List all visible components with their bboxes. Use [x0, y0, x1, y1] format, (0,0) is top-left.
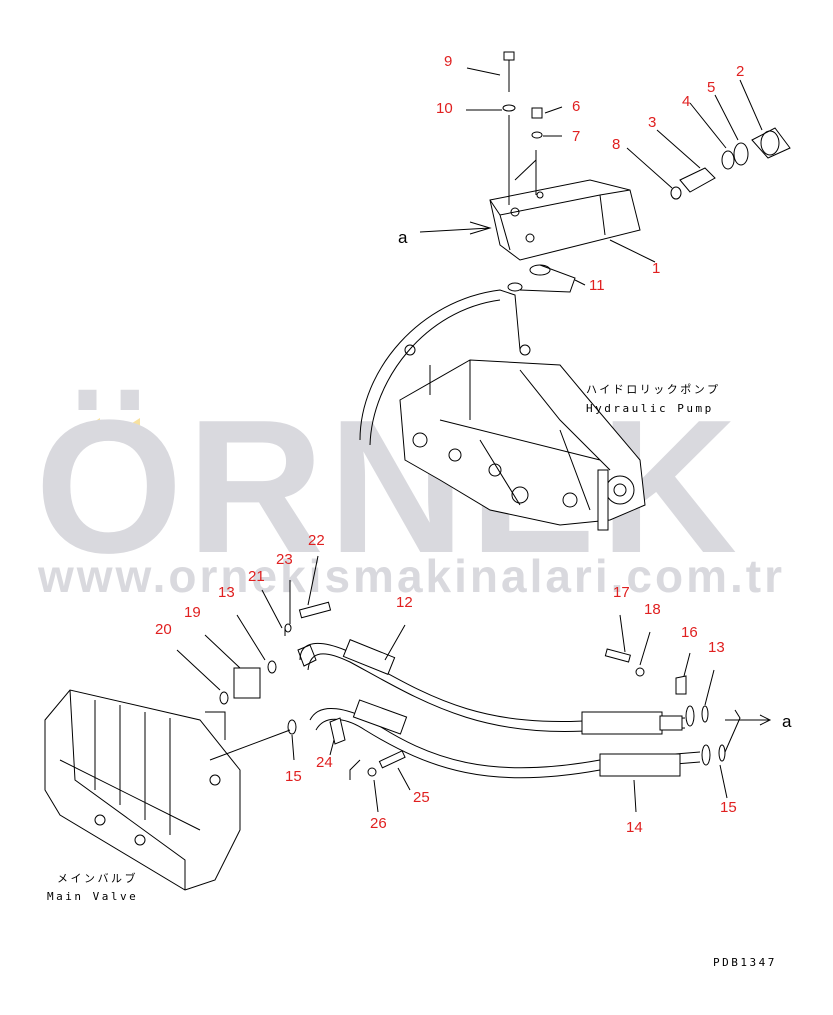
drawing-code: PDB1347 — [713, 956, 777, 969]
callout-10: 10 — [436, 100, 453, 117]
callout-24: 24 — [316, 754, 333, 771]
small-parts — [466, 51, 791, 286]
callout-2: 2 — [736, 63, 744, 80]
callout-12: 12 — [396, 594, 413, 611]
callout-1: 1 — [652, 260, 660, 277]
callout-25: 25 — [413, 789, 430, 806]
callout-3: 3 — [648, 114, 656, 131]
valve-label-jp: メインバルブ — [57, 871, 138, 885]
callout-26: 26 — [370, 815, 387, 832]
callout-17: 17 — [613, 584, 630, 601]
pump-label-en: Hydraulic Pump — [586, 402, 714, 415]
callout-5: 5 — [707, 79, 715, 96]
callout-7: 7 — [572, 128, 580, 145]
callout-15-left: 15 — [285, 768, 302, 785]
callout-22: 22 — [308, 532, 325, 549]
watermark-accent-left — [72, 418, 100, 436]
callout-13-left: 13 — [218, 584, 235, 601]
arrow-a-label-top: a — [398, 228, 408, 247]
callout-9: 9 — [444, 53, 452, 70]
callout-4: 4 — [682, 93, 690, 110]
main-valve — [44, 689, 241, 891]
pump-label-jp: ハイドロリックポンプ — [586, 383, 720, 396]
callout-18: 18 — [644, 601, 661, 618]
callout-20: 20 — [155, 621, 172, 638]
hoses — [176, 555, 772, 813]
callout-23: 23 — [276, 551, 293, 568]
callout-8: 8 — [612, 136, 620, 153]
callout-16: 16 — [681, 624, 698, 641]
watermark-accent-right — [112, 418, 140, 436]
callouts: 1 2 3 4 5 6 7 8 9 10 11 12 13 13 14 15 1… — [155, 53, 744, 836]
valve-block — [419, 115, 641, 293]
hydraulic-pump — [359, 289, 646, 531]
callout-15-right: 15 — [720, 799, 737, 816]
arrow-a-label-right: a — [782, 712, 792, 731]
callout-21: 21 — [248, 568, 265, 585]
callout-19: 19 — [184, 604, 201, 621]
valve-label-en: Main Valve — [47, 890, 138, 903]
watermark-url: www.ornekismakinalari.com.tr — [37, 550, 785, 602]
callout-14: 14 — [626, 819, 643, 836]
callout-11: 11 — [589, 277, 605, 294]
callout-6: 6 — [572, 98, 580, 115]
callout-13-right: 13 — [708, 639, 725, 656]
